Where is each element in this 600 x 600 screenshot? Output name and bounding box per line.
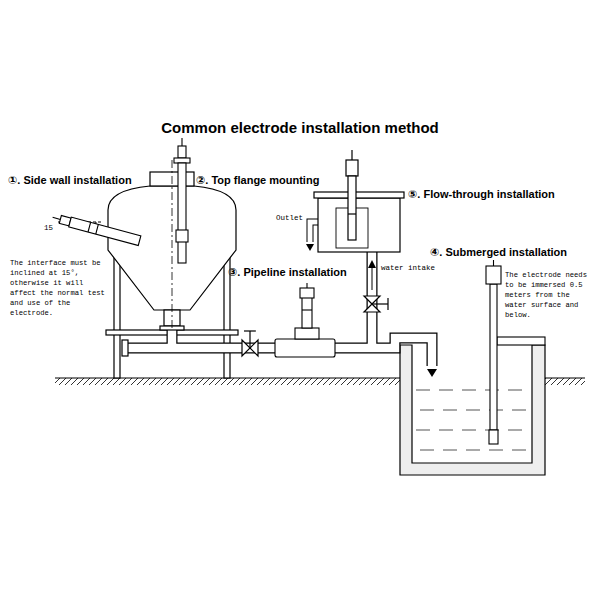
electrode-head xyxy=(300,288,314,298)
side-wall-electrode xyxy=(51,213,141,246)
port-label: water intake xyxy=(381,264,435,272)
method-heading: ②. Top flange mounting xyxy=(196,174,319,187)
pit-wall xyxy=(400,345,545,475)
cable xyxy=(53,217,61,219)
intake-arrow xyxy=(368,260,376,268)
angle-label: 15 xyxy=(44,224,53,232)
valve-handle xyxy=(244,330,256,331)
cable xyxy=(493,260,494,266)
electrode-body xyxy=(69,217,141,245)
mount-bracket xyxy=(497,337,545,345)
electrode-tip xyxy=(489,430,498,444)
center-line xyxy=(172,160,173,328)
electrode-band xyxy=(302,309,312,310)
electrode-band xyxy=(348,213,356,214)
method-heading: ①. Side wall installation xyxy=(8,174,132,187)
note-text: The interface must be inclined at 15°, o… xyxy=(10,258,110,318)
valve-handle xyxy=(387,298,388,310)
electrode-sensor xyxy=(176,230,188,242)
cable xyxy=(306,283,307,288)
pipeline-electrode xyxy=(275,283,335,357)
tee-body xyxy=(275,339,335,357)
water-lines xyxy=(416,390,528,450)
pipe xyxy=(168,328,177,348)
valve xyxy=(364,296,388,312)
water-line xyxy=(416,430,528,431)
electrode-head xyxy=(178,146,186,158)
note-text: The electrode needs to be immersed 0.5 m… xyxy=(505,270,591,320)
water-line xyxy=(420,410,528,411)
electrode-band xyxy=(96,224,99,234)
outlet-arrow xyxy=(306,244,314,251)
electrode-body xyxy=(348,176,356,240)
top-flange-electrode xyxy=(174,138,190,263)
cable xyxy=(181,138,182,146)
cable xyxy=(351,150,352,160)
method-heading: ⑤. Flow-through installation xyxy=(408,188,555,201)
ground xyxy=(55,378,585,385)
outlet-pipe xyxy=(310,222,318,242)
flow-arrow xyxy=(427,369,437,377)
water-line xyxy=(420,450,528,451)
water-line xyxy=(416,390,528,391)
method-heading: ③. Pipeline installation xyxy=(228,266,347,279)
method-heading: ④. Submerged installation xyxy=(430,246,567,259)
electrode-body xyxy=(302,297,312,328)
pipe-flange xyxy=(122,340,128,356)
electrode-head xyxy=(346,160,358,176)
water-pit xyxy=(400,345,545,475)
valve xyxy=(242,331,258,356)
cell-top-bar xyxy=(314,192,404,198)
ground-line xyxy=(545,378,585,379)
intake-arrow-shaft xyxy=(372,268,373,290)
electrode-body xyxy=(178,163,186,263)
electrode-flange xyxy=(174,158,190,163)
electrode-band xyxy=(88,222,91,232)
valve-stem xyxy=(372,303,388,304)
ground-hatch xyxy=(55,378,400,385)
title: Common electrode installation method xyxy=(0,119,600,136)
ground-hatch xyxy=(545,378,585,385)
port-label: Outlet xyxy=(276,214,303,222)
flow-through-cell xyxy=(314,150,404,252)
valve-stem xyxy=(249,331,250,348)
cell-box xyxy=(318,198,400,252)
tee-boss xyxy=(295,328,319,339)
electrode-head xyxy=(486,266,501,284)
electrode-pole xyxy=(490,284,497,430)
